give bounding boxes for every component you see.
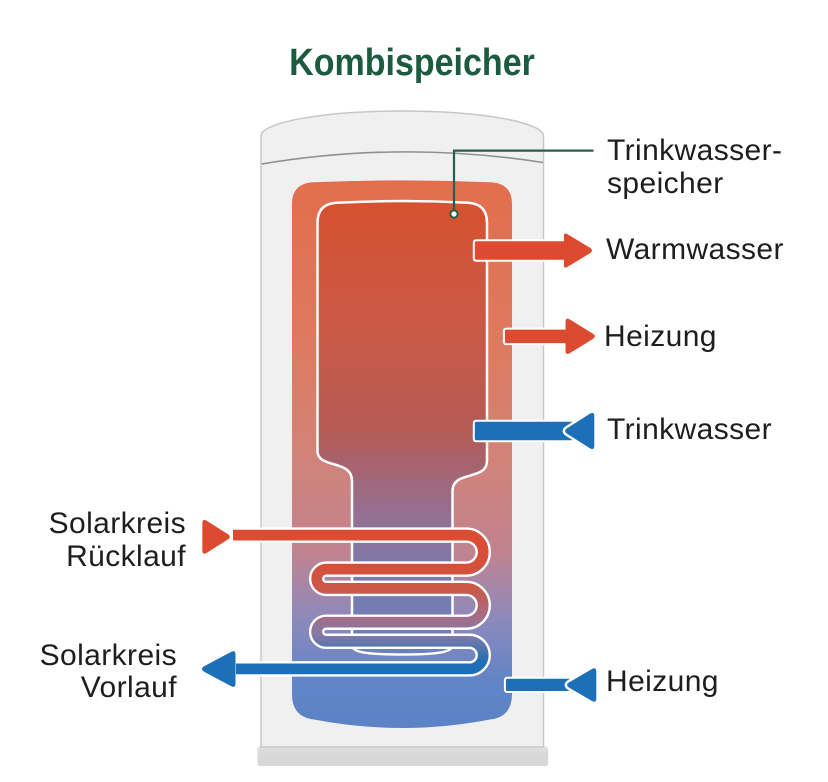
heizung-top-arrow	[504, 318, 595, 354]
label-solarkreis-ruecklauf-line2: Rücklauf	[66, 540, 186, 573]
tank-base	[257, 746, 549, 766]
callout-marker	[449, 209, 459, 219]
label-trinkwasserspeicher-line2: speicher	[607, 167, 724, 200]
label-heizung-bottom: Heizung	[606, 665, 719, 698]
heizung-bottom-arrowhead	[567, 668, 597, 702]
callout-line	[452, 149, 594, 210]
warmwasser-arrow	[474, 233, 593, 268]
label-warmwasser: Warmwasser	[606, 233, 784, 266]
heizung-bottom-pipe	[505, 678, 571, 691]
trinkwasser-arrowhead	[565, 412, 595, 450]
label-solarkreis-vorlauf-line2: Vorlauf	[80, 671, 177, 704]
label-solarkreis-vorlauf-line1: Solarkreis	[39, 639, 177, 672]
tank-lid-seam	[261, 151, 544, 165]
solar-ruecklauf-arrowhead	[202, 519, 230, 554]
label-trinkwasser: Trinkwasser	[607, 413, 772, 446]
label-heizung-top: Heizung	[604, 320, 717, 353]
diagram-title: Kombispeicher	[289, 42, 535, 84]
label-trinkwasserspeicher-line1: Trinkwasser-	[607, 134, 783, 167]
trinkwasser-pipe	[474, 421, 573, 441]
label-solarkreis-ruecklauf-line1: Solarkreis	[48, 507, 186, 540]
label-trinkwasserspeicher: Trinkwasser-speicher	[607, 134, 782, 200]
solar-vorlauf-arrowhead	[201, 651, 236, 687]
